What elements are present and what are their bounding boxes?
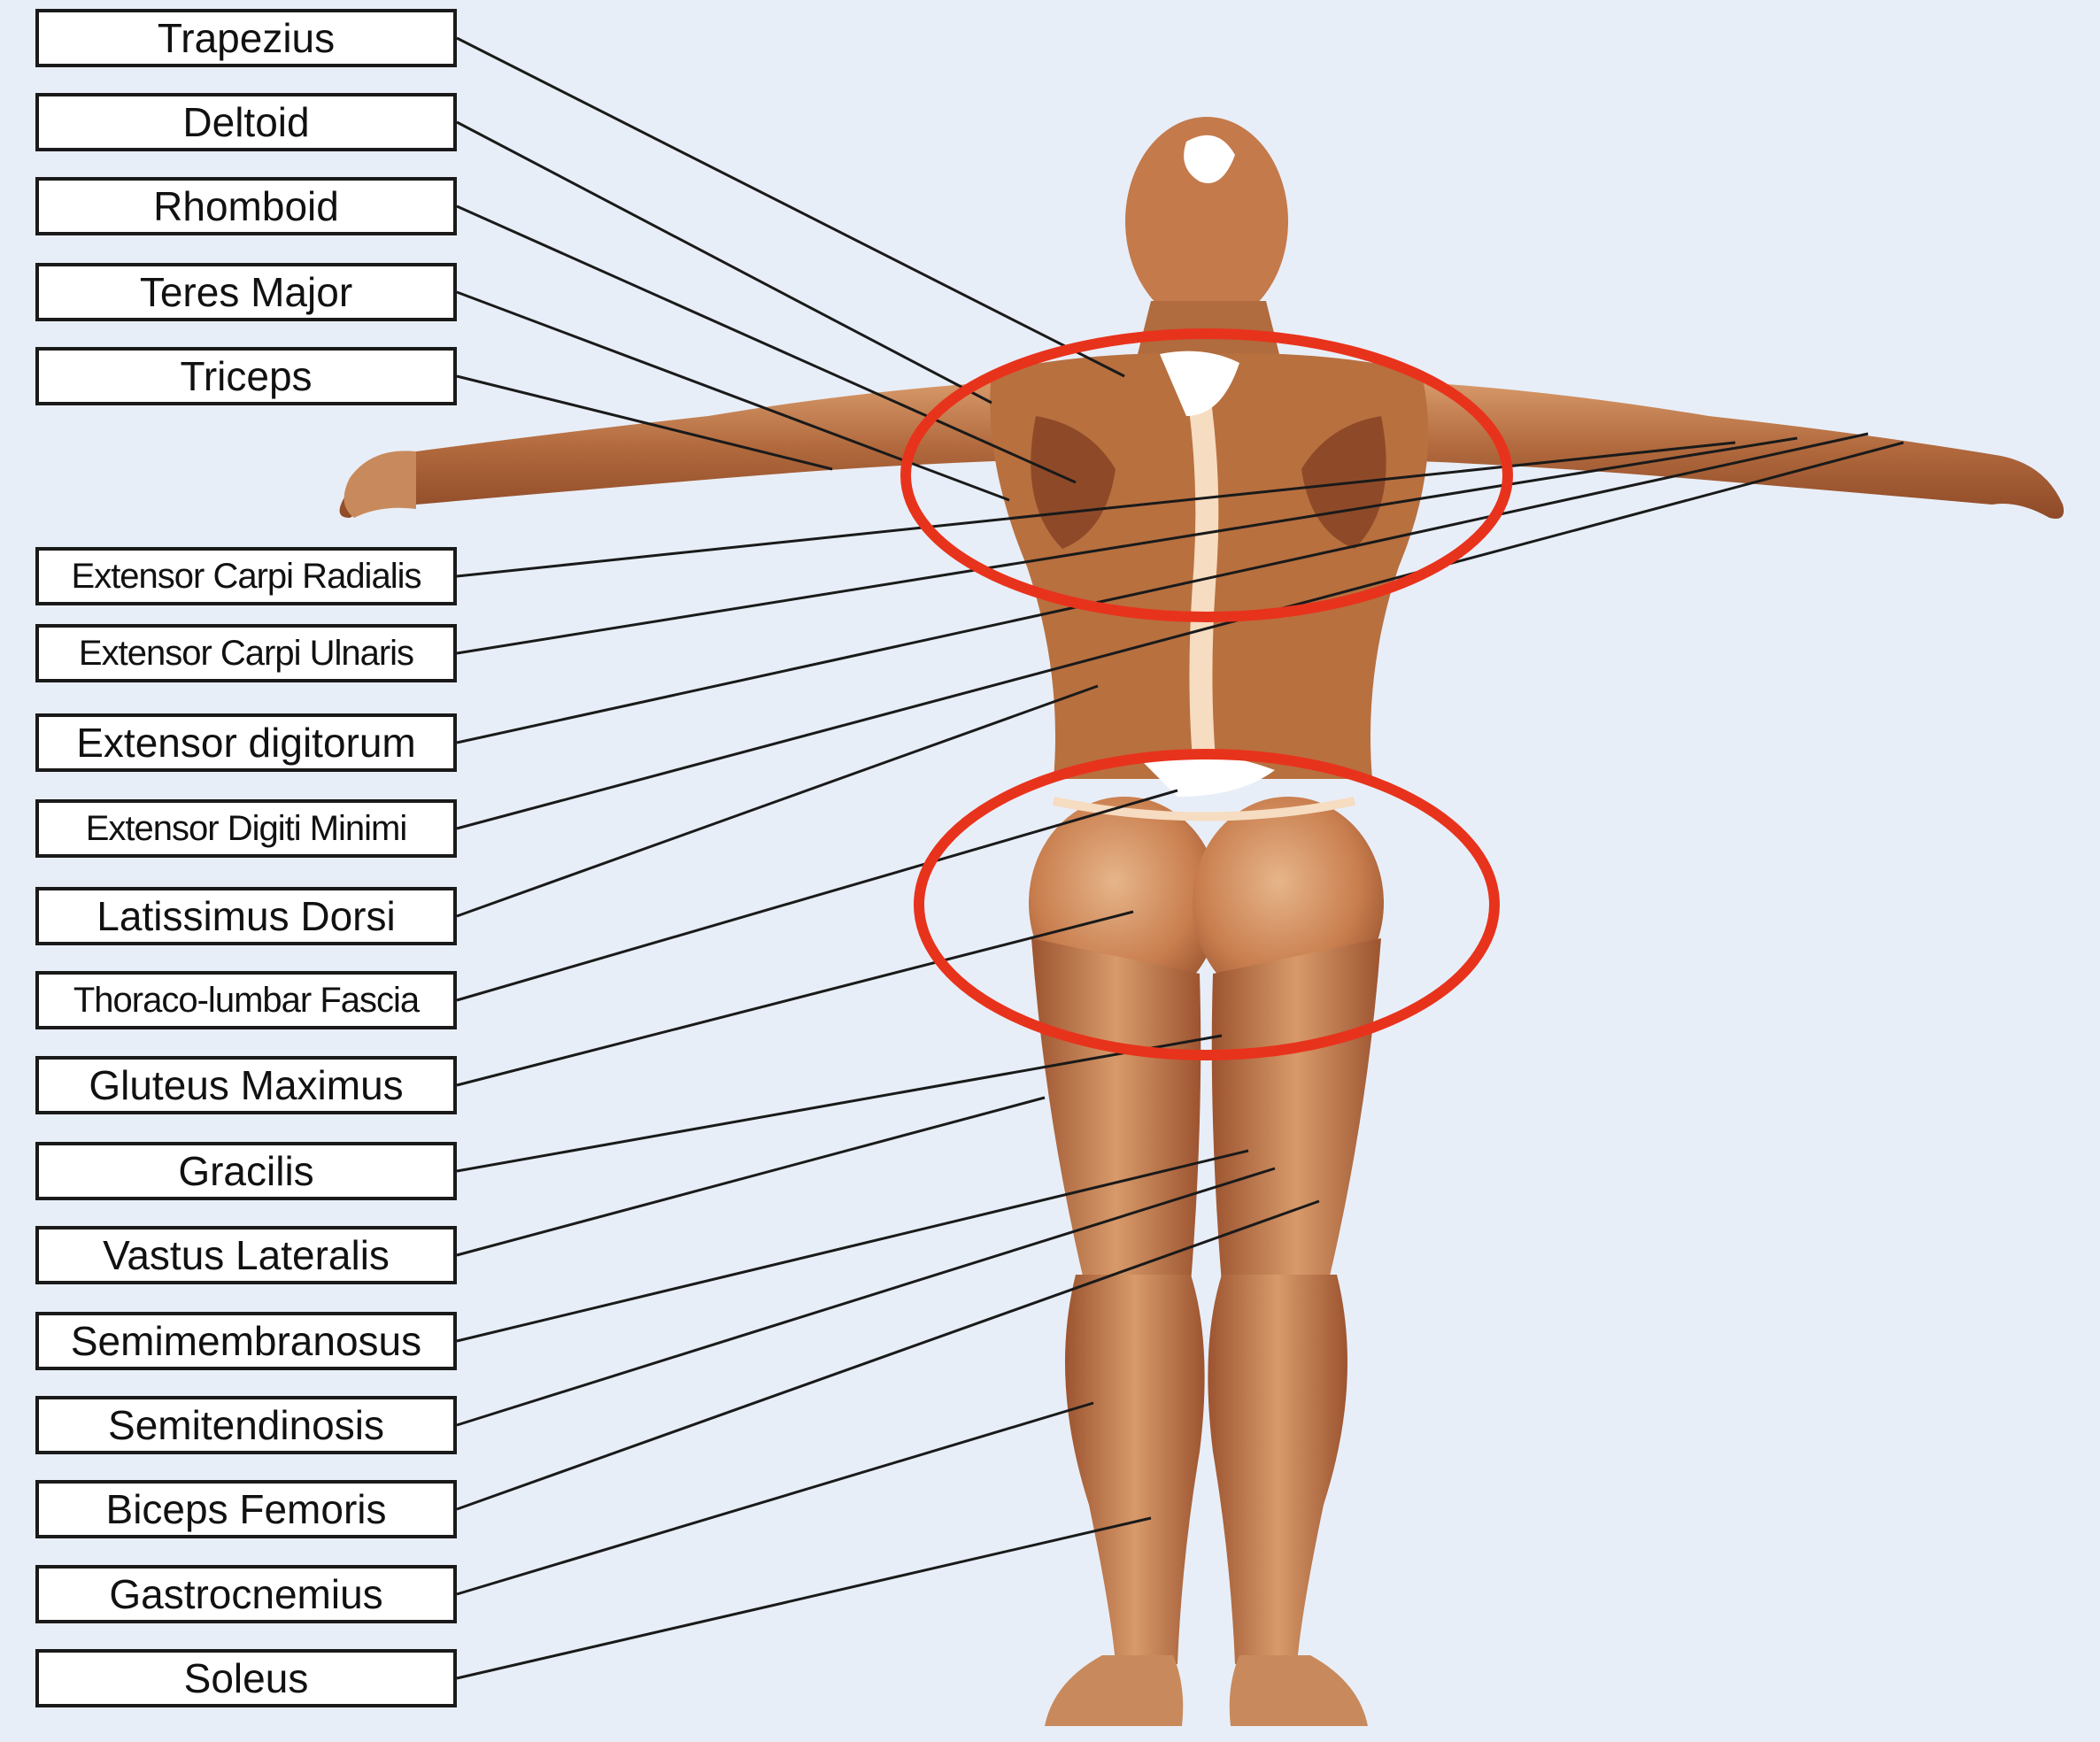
muscle-label: Thoraco-lumbar Fascia xyxy=(35,971,457,1029)
muscle-label: Extensor Carpi Ulnaris xyxy=(35,624,457,682)
muscle-label: Teres Major xyxy=(35,263,457,321)
right-calf xyxy=(1208,1275,1347,1664)
muscle-label: Semitendinosis xyxy=(35,1396,457,1454)
muscle-label: Gluteus Maximus xyxy=(35,1056,457,1114)
left-foot xyxy=(1045,1655,1183,1726)
muscle-label: Vastus Lateralis xyxy=(35,1226,457,1284)
muscle-label: Biceps Femoris xyxy=(35,1480,457,1538)
muscle-label: Extensor digitorum xyxy=(35,713,457,772)
leader-line xyxy=(457,912,1133,1085)
muscle-label: Gastrocnemius xyxy=(35,1565,457,1623)
muscle-label: Trapezius xyxy=(35,9,457,67)
muscle-label: Extensor Carpi Radialis xyxy=(35,547,457,605)
leader-line xyxy=(457,1098,1045,1255)
right-foot xyxy=(1230,1655,1368,1726)
muscle-label: Triceps xyxy=(35,347,457,405)
spine xyxy=(1195,372,1207,779)
muscle-label: Deltoid xyxy=(35,93,457,151)
left-thigh xyxy=(1031,938,1201,1283)
muscle-label: Extensor Digiti Minimi xyxy=(35,799,457,858)
muscle-label: Rhomboid xyxy=(35,177,457,235)
leader-line xyxy=(457,122,992,403)
leader-line xyxy=(457,1403,1093,1594)
leader-line xyxy=(457,38,1124,376)
muscle-label: Latissimus Dorsi xyxy=(35,887,457,945)
left-hand xyxy=(344,451,416,518)
muscle-label: Gracilis xyxy=(35,1142,457,1200)
body xyxy=(340,117,2064,1726)
left-calf xyxy=(1065,1275,1205,1664)
leader-line xyxy=(457,1518,1151,1678)
muscle-label: Semimembranosus xyxy=(35,1312,457,1370)
muscle-label: Soleus xyxy=(35,1649,457,1707)
